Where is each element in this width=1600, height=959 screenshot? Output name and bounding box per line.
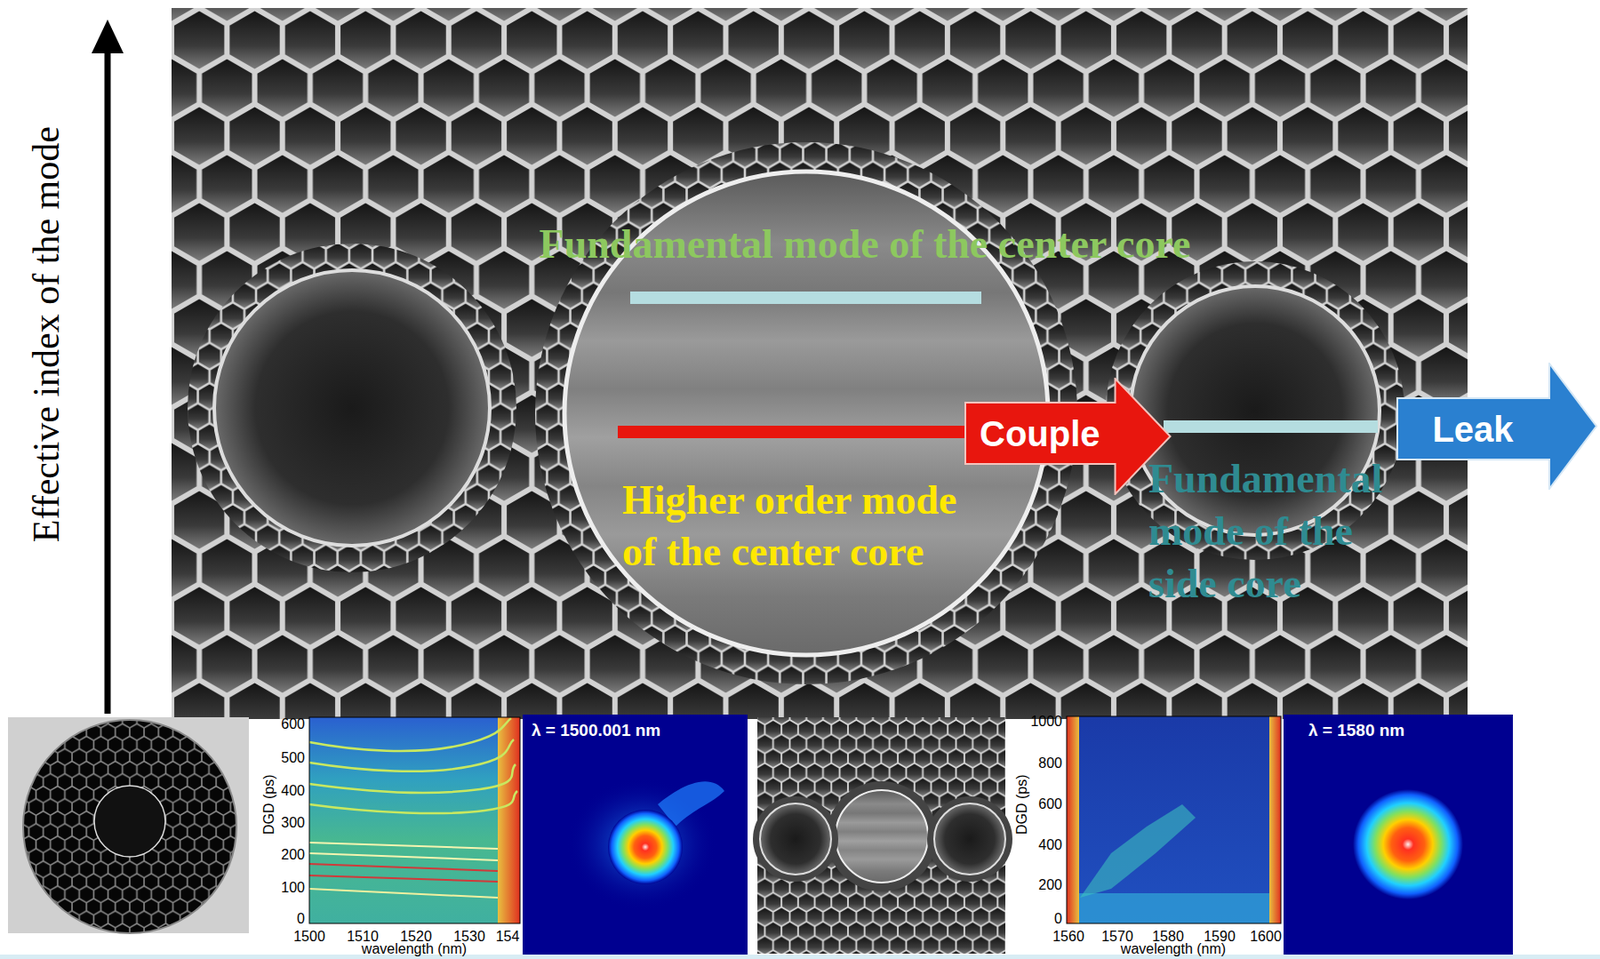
bottom-strip [0,954,1600,959]
mode-profile-image [522,714,748,959]
axis-label: DGD (ps) [1014,774,1031,835]
tick-label: 400 [1038,837,1063,854]
arrow-label: Leak [1432,409,1513,449]
axis-label: wavelength (nm) [1120,941,1226,958]
mode-label: Higher order mode of the center core [622,474,983,577]
tick-label: 0 [296,911,305,928]
mode-level-line [1163,420,1378,433]
image-caption: λ = 1500.001 nm [531,720,661,741]
arrow-text-holder: Leak [1396,398,1550,460]
tick-label: 400 [280,783,305,800]
axis-label: wavelength (nm) [361,941,467,958]
arrow-box: Leak [1396,362,1599,490]
tick-label: 200 [280,847,305,864]
tick-label: 500 [280,750,305,767]
mode-label: Fundamental mode of the side core [1148,453,1407,611]
tick-label: 800 [1038,755,1063,772]
tick-label: 1600 [1249,928,1282,945]
dgd-spectrogram [309,717,520,924]
tick-label: 1500 [293,928,326,945]
sem-image [171,8,1468,720]
mode-profile-image [1283,714,1513,959]
tick-label: 1000 [1030,713,1063,730]
arrow-label: Couple [979,414,1101,454]
axis-title: Effective index of the mode [24,126,68,543]
mode-label: Fundamental mode of the center core [539,221,1192,269]
tick-label: 600 [1038,796,1063,813]
arrow-box: Couple [964,377,1173,496]
tick-label: 600 [280,716,305,733]
arrow-outline [965,378,1171,495]
tick-label: 154 [496,928,520,945]
tick-label: 300 [280,815,305,832]
image-caption: λ = 1580 nm [1308,720,1405,741]
axis-label: DGD (ps) [261,774,278,835]
axis-arrow [91,19,124,714]
arrow-outline [1397,363,1597,489]
tick-label: 1560 [1052,928,1085,945]
tick-label: 100 [280,880,305,896]
arrow-text-holder: Couple [964,402,1116,464]
tick-label: 200 [1038,877,1063,894]
tick-label: 0 [1054,911,1063,928]
mode-level-line [630,291,982,304]
dgd-spectrogram [1066,716,1281,924]
fiber-cross-section [8,717,249,934]
fiber-cross-section [752,717,1013,954]
mode-level-line [617,425,965,439]
